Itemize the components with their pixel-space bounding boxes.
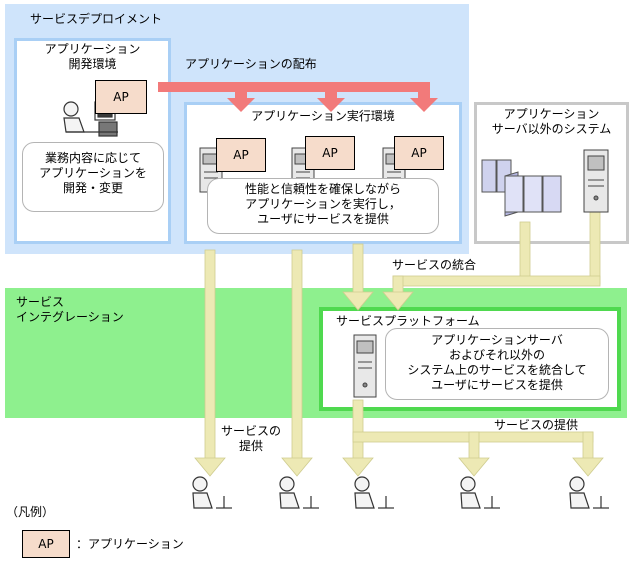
exec-desc-line-3: ユーザにサービスを提供 [257, 212, 389, 226]
user-icon [354, 476, 394, 509]
service-integration-title-line-1: サービス [16, 295, 65, 309]
exec-env-title: アプリケーション実行環境 [251, 109, 395, 123]
other-systems-title-line-2: サーバ以外のシステム [491, 122, 612, 136]
provision-label-left: サービスの 提供 [214, 424, 288, 454]
server-icon [353, 334, 377, 398]
service-platform-title: サービスプラットフォーム [336, 314, 480, 328]
user-icon [460, 476, 500, 509]
service-integration-title: サービス インテグレーション [16, 295, 124, 325]
legend-title: （凡例） [6, 505, 55, 519]
server-icon [583, 149, 609, 213]
dev-env-title-line-1: アプリケーション [44, 42, 141, 56]
distribution-arrow [158, 82, 438, 112]
deployment-title: サービスデプロイメント [30, 12, 163, 26]
dev-desc-line-1: 業務内容に応じて [44, 151, 141, 165]
platform-desc-line-3: システム上のサービスを統合して [407, 363, 587, 377]
user-icon [192, 476, 232, 509]
service-integration-title-line-2: インテグレーション [16, 310, 124, 324]
legend-ap-box: AP [22, 530, 70, 558]
mainframe-icon [481, 159, 562, 217]
dev-env-title-line-2: 開発環境 [68, 57, 117, 71]
other-systems-title-line-1: アプリケーション [503, 107, 600, 121]
ap-box: AP [394, 136, 444, 170]
platform-description-box: アプリケーションサーバ およびそれ以外の システム上のサービスを統合して ユーザ… [385, 328, 609, 400]
integration-arrows [342, 211, 601, 311]
ap-box: AP [216, 138, 266, 172]
platform-desc-line-2: およびそれ以外の [448, 348, 545, 362]
platform-desc-line-4: ユーザにサービスを提供 [431, 378, 563, 392]
provision-label-left-line-1: サービスの [220, 424, 281, 438]
legend-description: ：アプリケーション [76, 537, 184, 551]
provision-label-left-line-2: 提供 [238, 439, 263, 453]
dev-env-title: アプリケーション 開発環境 [20, 42, 165, 72]
user-icon [279, 476, 319, 509]
provision-label-right: サービスの提供 [494, 418, 579, 432]
platform-desc-line-1: アプリケーションサーバ [431, 333, 563, 347]
dev-desc-line-2: アプリケーションを [39, 166, 147, 180]
distribution-label: アプリケーションの配布 [185, 57, 317, 71]
exec-desc-line-1: 性能と信頼性を確保しながら [244, 182, 401, 196]
ap-box: AP [305, 136, 355, 170]
exec-desc-line-2: アプリケーションを実行し， [245, 197, 401, 211]
dev-env-description-box: 業務内容に応じて アプリケーションを 開発・変更 [22, 142, 164, 212]
other-systems-title: アプリケーション サーバ以外のシステム [477, 107, 626, 137]
ap-box: AP [95, 80, 147, 114]
exec-env-description-box: 性能と信頼性を確保しながら アプリケーションを実行し， ユーザにサービスを提供 [207, 178, 439, 234]
integration-label: サービスの統合 [392, 258, 477, 272]
user-icon [569, 476, 609, 509]
service-provision-arrows [194, 249, 313, 477]
platform-provision-arrows [342, 399, 604, 477]
dev-desc-line-3: 開発・変更 [62, 181, 123, 195]
